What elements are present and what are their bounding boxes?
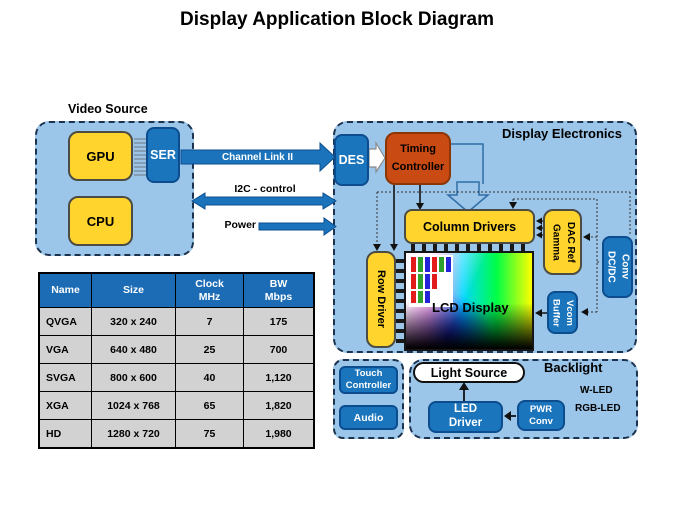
power-arrow [258, 217, 337, 236]
cell-size: 640 x 480 [91, 335, 176, 364]
cell-bw: 1,980 [243, 419, 315, 449]
light-source-block: Light Source [413, 362, 525, 383]
gamma-dac-ref-block: Gamma DAC Ref [543, 209, 582, 275]
cell-size: 1024 x 768 [91, 391, 176, 420]
vcom-buffer-block: Vcom Buffer [547, 291, 578, 334]
page-title: Display Application Block Diagram [180, 9, 494, 30]
gpu-block: GPU [68, 131, 133, 181]
resolution-table: Name Size Clock MHz BW Mbps QVGA 320 x 2… [38, 272, 315, 449]
row-driver-label: Row Driver [375, 270, 387, 329]
rgb-led-label: RGB-LED [575, 403, 621, 414]
row-driver-block: Row Driver [366, 251, 396, 348]
table-row: SVGA 800 x 600 40 1,120 [38, 363, 315, 392]
col-header-clock: Clock MHz [175, 272, 244, 308]
lcd-display-label: LCD Display [432, 300, 509, 315]
display-electronics-label: Display Electronics [502, 126, 622, 141]
backlight-label: Backlight [544, 360, 603, 375]
vcom-buffer-label: Vcom Buffer [550, 298, 575, 327]
col-header-bw: BW Mbps [243, 272, 315, 308]
cell-name: VGA [38, 335, 92, 364]
cell-size: 800 x 600 [91, 363, 176, 392]
table-row: HD 1280 x 720 75 1,980 [38, 419, 315, 449]
table-row: XGA 1024 x 768 65 1,820 [38, 391, 315, 420]
table-row: VGA 640 x 480 25 700 [38, 335, 315, 364]
touch-controller-block: Touch Controller [339, 366, 398, 394]
channel-link-label: Channel Link II [221, 152, 294, 163]
cell-name: QVGA [38, 307, 92, 336]
audio-block: Audio [339, 405, 398, 430]
cell-size: 1280 x 720 [91, 419, 176, 449]
i2c-label: I2C - control [234, 183, 296, 195]
cpu-block: CPU [68, 196, 133, 246]
gamma-dac-ref-label: Gamma DAC Ref [550, 221, 577, 263]
i2c-arrow [191, 192, 337, 210]
col-header-size: Size [91, 272, 176, 308]
cell-bw: 1,120 [243, 363, 315, 392]
cell-clock: 75 [175, 419, 244, 449]
cell-name: SVGA [38, 363, 92, 392]
col-header-name: Name [38, 272, 92, 308]
dcdc-conv-label: DC/DC Conv [605, 251, 631, 283]
cell-clock: 65 [175, 391, 244, 420]
cell-clock: 25 [175, 335, 244, 364]
lcd-display-block: LCD Display [404, 251, 534, 351]
table-row: QVGA 320 x 240 7 175 [38, 307, 315, 336]
cell-size: 320 x 240 [91, 307, 176, 336]
timing-controller-block: Timing Controller [385, 132, 451, 185]
video-source-label: Video Source [68, 102, 148, 116]
cell-name: HD [38, 419, 92, 449]
des-block: DES [334, 134, 369, 186]
w-led-label: W-LED [580, 385, 613, 396]
cell-bw: 1,820 [243, 391, 315, 420]
power-label: Power [224, 219, 256, 231]
pwr-conv-block: PWR Conv [517, 400, 565, 431]
rgb-subpixel-stripes [409, 255, 453, 307]
cell-clock: 40 [175, 363, 244, 392]
cell-bw: 175 [243, 307, 315, 336]
cell-bw: 700 [243, 335, 315, 364]
table-header-row: Name Size Clock MHz BW Mbps [38, 272, 315, 308]
column-drivers-block: Column Drivers [404, 209, 535, 244]
cell-clock: 7 [175, 307, 244, 336]
ser-block: SER [146, 127, 180, 183]
cell-name: XGA [38, 391, 92, 420]
led-driver-block: LED Driver [428, 401, 503, 433]
dcdc-conv-block: DC/DC Conv [602, 236, 633, 298]
